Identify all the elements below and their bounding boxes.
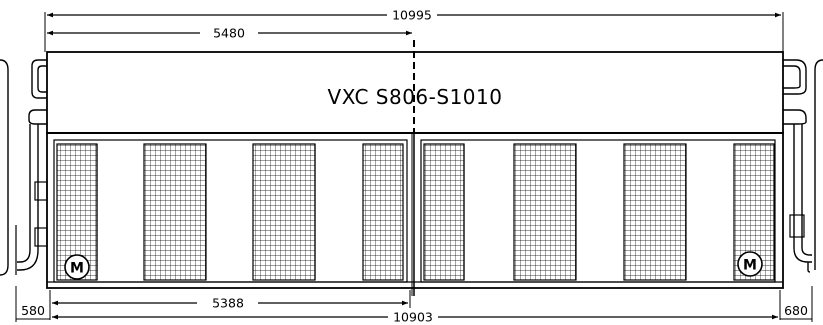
dimension-left-section-bottom: 5388	[49, 290, 411, 320]
model-label: VXC S806-S1010	[328, 85, 503, 109]
motor-symbol: M	[743, 258, 757, 274]
dimension-overall-bottom: 10903	[52, 290, 781, 325]
dimension-right-offset: 680	[780, 286, 813, 322]
dimension-label-right-offset: 680	[784, 303, 808, 318]
fan-motor-right: M	[737, 251, 763, 277]
right-side-piping	[783, 59, 823, 273]
mesh-panel	[143, 143, 207, 281]
left-side-piping	[0, 59, 48, 276]
dimension-label-overall-bottom: 10903	[393, 310, 433, 325]
dimension-label-overall-top: 10995	[392, 8, 432, 23]
mesh-panel	[362, 143, 404, 281]
dimension-overall-top: 10995	[44, 8, 784, 52]
dimension-left-offset: 580	[15, 286, 50, 322]
dimension-label-left-offset: 580	[21, 303, 45, 318]
mesh-panel	[423, 143, 465, 281]
left-section-fill	[53, 139, 408, 283]
dimension-left-section-top: 5480	[47, 26, 412, 41]
mesh-panel	[252, 143, 316, 281]
motor-symbol: M	[70, 261, 84, 277]
dimension-label-left-section-top: 5480	[213, 26, 245, 41]
right-section-fill	[420, 139, 776, 283]
dimension-label-left-section-bottom: 5388	[212, 296, 244, 311]
mesh-panel	[623, 143, 687, 281]
fan-motor-left: M	[64, 254, 90, 280]
mesh-panel	[513, 143, 577, 281]
